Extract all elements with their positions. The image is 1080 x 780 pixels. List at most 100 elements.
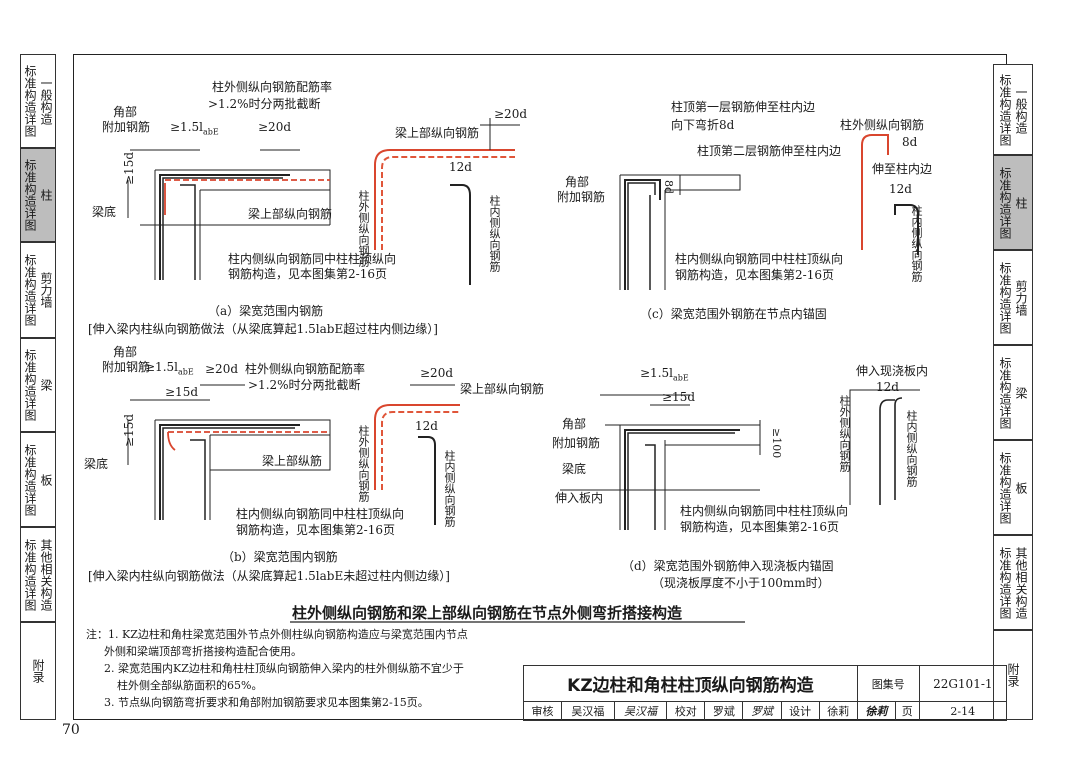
label: 伸入现浇板内 [856,364,929,378]
title-block-title: KZ边柱和角柱柱顶纵向钢筋构造 [523,665,858,702]
label: >1.2%时分两批截断 [248,378,361,392]
tab-label: 标准构造详图 [23,349,37,421]
label: 12d [876,380,899,394]
page-code: 2-14 [918,701,1008,721]
tab-其他相关构造[interactable]: 标准构造详图其他相关构造 [993,535,1033,630]
tab-板[interactable]: 标准构造详图板 [993,440,1033,535]
tab-梁[interactable]: 标准构造详图梁 [993,345,1033,440]
tab-sublabel: 剪力墙 [39,272,53,308]
label: 梁底 [562,462,587,476]
tab-label: 标准构造详图 [23,159,37,231]
note-line: 柱外侧全部纵筋面积的65%。 [117,679,263,692]
label: ≥20d [258,120,292,134]
checker-name: 罗斌 [704,701,744,721]
tab-一般构造[interactable]: 标准构造详图一般构造 [20,54,56,148]
diagram-b-rebar-detail [374,384,460,525]
tab-一般构造[interactable]: 标准构造详图一般构造 [993,64,1033,155]
label: 柱外侧纵向钢筋 [357,425,370,502]
label: 梁上部纵向钢筋 [248,207,333,221]
tab-sublabel: 剪力墙 [1014,279,1028,316]
label: 柱内侧纵向钢筋同中柱柱顶纵向 [228,252,397,266]
diagram-b [127,384,331,520]
label: 12d [415,419,438,433]
label: 梁上部纵向钢筋 [460,382,545,396]
designer-name: 徐莉 [818,701,858,721]
label: 角部 [565,175,590,189]
label: ≥20d [494,107,528,121]
tab-label: 标准构造详图 [23,538,37,611]
tab-label: 标准构造详图 [998,73,1012,146]
caption-d-note: （现浇板厚度不小于100mm时） [652,576,830,590]
tab-sublabel: 板 [39,473,53,486]
tab-板[interactable]: 标准构造详图板 [20,432,56,527]
label: 梁底 [92,205,117,219]
label: 伸至柱内边 [872,162,933,176]
label: 伸入板内 [555,491,604,505]
atlas-number: 22G101-1 [918,665,1008,702]
tab-label: 标准构造详图 [998,451,1012,524]
tab-剪力墙[interactable]: 标准构造详图剪力墙 [993,250,1033,345]
tab-sublabel: 板 [1014,481,1028,494]
caption-b-note: [伸入梁内柱纵向钢筋做法（从梁底算起1.5labE未超过柱内侧边缘）] [88,569,450,583]
tab-柱[interactable]: 标准构造详图柱 [20,148,56,242]
note-line: 注：1. KZ边柱和角柱梁宽范围外节点外侧柱纵向钢筋构造应与梁宽范围内节点 [86,628,468,641]
tab-label: 标准构造详图 [23,254,37,326]
tab-梁[interactable]: 标准构造详图梁 [20,338,56,432]
caption-b: （b）梁宽范围内钢筋 [222,550,338,564]
tab-附录[interactable]: 附录 [20,622,56,720]
label: 向下弯折8d [671,118,735,132]
label: 柱内侧纵向钢筋同中柱柱顶纵向 [680,504,849,518]
caption-d: （d）梁宽范围外钢筋伸入现浇板内锚固 [622,559,834,573]
label: 柱外侧纵向钢筋 [838,395,851,472]
label: 钢筋构造，见本图集第2-16页 [228,267,387,281]
label: >1.2%时分两批截断 [208,97,321,111]
label: 8d [662,180,675,195]
note-line: 2. 梁宽范围内KZ边柱和角柱柱顶纵向钢筋伸入梁内的柱外侧纵筋不宜少于 [104,662,464,675]
tab-剪力墙[interactable]: 标准构造详图剪力墙 [20,242,56,338]
diagram-c [619,174,741,290]
main-title: 柱外侧纵向钢筋和梁上部纵向钢筋在节点外侧弯折搭接构造 [292,604,683,622]
label: 角部 [562,417,587,431]
tab-label: 标准构造详图 [998,261,1012,334]
label: ≥1.5labE [640,366,689,383]
note-line: 外侧和梁端顶部弯折搭接构造配合使用。 [104,645,302,658]
label: 附加钢筋 [102,360,151,374]
tab-sublabel: 梁 [39,379,53,391]
label: 柱内侧纵向钢筋 [488,195,501,272]
label: ≥15d [122,151,136,185]
label: 柱内侧纵向钢筋 [443,450,456,527]
label: ≥1.5labE [145,360,194,377]
label: 梁上部纵筋 [262,454,323,468]
diagram-c-rebar-detail [861,134,919,255]
diagram-a-rebar-detail [374,118,520,285]
tab-sublabel: 梁 [1014,386,1028,399]
reviewer-name: 吴汉福 [561,701,615,721]
label: 柱内侧纵向钢筋 [910,205,923,282]
page-label: 页 [894,701,920,721]
label: 12d [449,160,472,174]
tab-柱[interactable]: 标准构造详图柱 [993,155,1033,250]
tab-其他相关构造[interactable]: 标准构造详图其他相关构造 [20,527,56,622]
label: 8d [902,135,918,149]
label: 附加钢筋 [557,190,606,204]
label: ≥15d [662,390,696,404]
diagram-d-rebar-detail [849,389,920,505]
label: ≥20d [420,366,454,380]
label: 角部 [113,105,138,119]
tab-sublabel: 其他相关构造 [39,538,53,611]
caption-a: （a）梁宽范围内钢筋 [208,304,324,318]
tab-label: 标准构造详图 [23,443,37,516]
label: 柱内侧纵向钢筋 [905,410,918,487]
label: 柱外侧纵向钢筋 [357,190,370,267]
tab-label: 标准构造详图 [23,65,37,137]
check-label: 校对 [666,701,706,721]
caption-c: （c）梁宽范围外钢筋在节点内锚固 [640,307,827,321]
tab-label: 标准构造详图 [998,356,1012,429]
label: ≥15d [122,413,136,447]
checker-signature: 罗斌 [742,701,782,721]
label: 梁底 [84,457,109,471]
atlas-label: 图集号 [856,665,920,702]
label: ≥15d [165,385,199,399]
note-line: 3. 节点纵向钢筋弯折要求和角部附加钢筋要求见本图集第2-15页。 [104,696,429,709]
tab-label: 附录 [31,659,45,683]
